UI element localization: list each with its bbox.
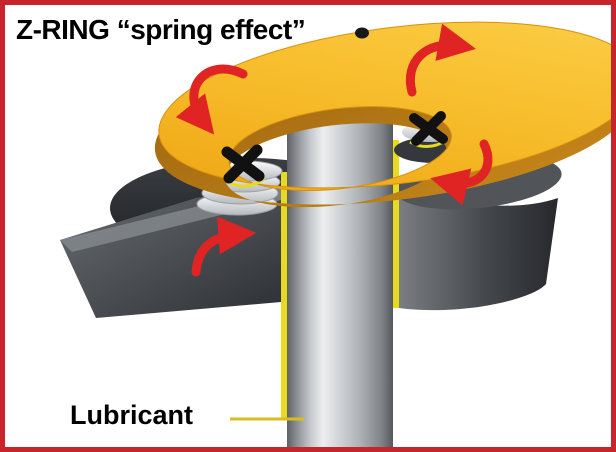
arrow-left-middle xyxy=(191,216,257,277)
spring-effect-arrows xyxy=(175,23,493,277)
lubricant-label: Lubricant xyxy=(70,400,193,430)
arrow-top-right xyxy=(405,23,476,97)
zring-seal-right xyxy=(409,111,448,146)
yellow-ring xyxy=(154,21,616,208)
zring-seal-right-stroke xyxy=(411,111,446,146)
lubricant-film-left xyxy=(281,172,287,418)
lubricant-film-right xyxy=(393,140,399,308)
screw-head xyxy=(355,27,369,39)
shaft xyxy=(287,104,393,448)
arrow-top-left xyxy=(175,64,248,135)
ring-top-surface xyxy=(158,21,616,192)
page-title: Z-RING “spring effect” xyxy=(16,14,305,45)
zring-seal-left-stroke xyxy=(223,144,263,184)
zring-seal-left xyxy=(221,144,265,184)
arrow-right-middle xyxy=(430,139,493,206)
